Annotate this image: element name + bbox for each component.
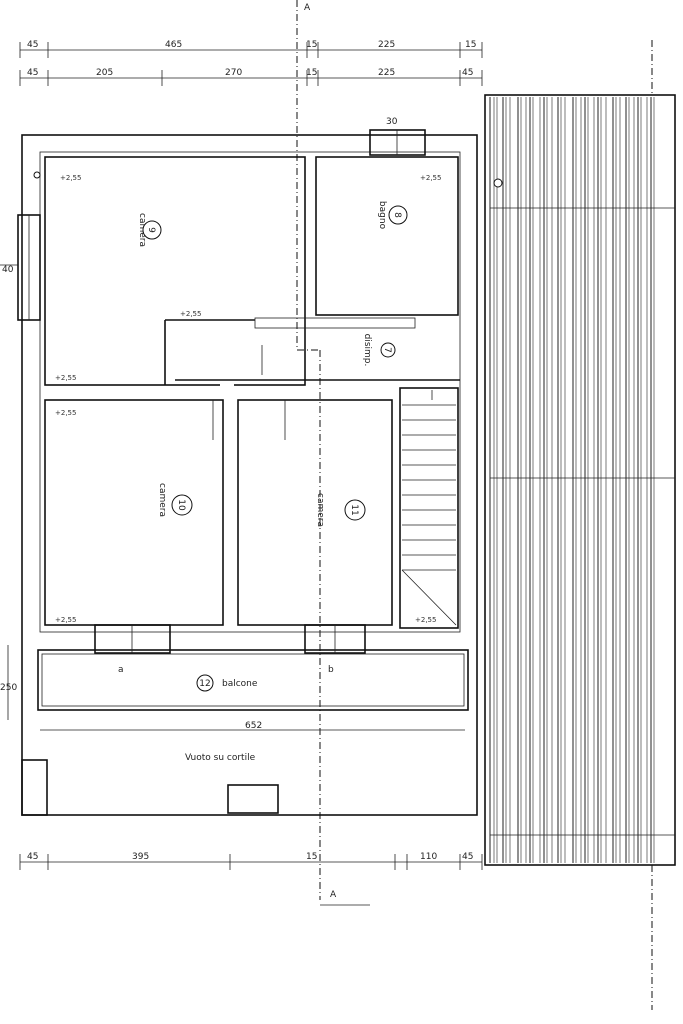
lower-void-label: Vuoto su cortile — [185, 753, 256, 763]
dim-bottom-3: 15 — [306, 852, 317, 862]
room-10-number: 10 — [176, 499, 186, 511]
window-tag-a: a — [118, 665, 124, 675]
dim-top-wall: 30 — [386, 117, 398, 127]
room-10-marker — [171, 494, 193, 516]
room-8-marker — [388, 205, 408, 225]
room-12-number: 12 — [199, 679, 210, 689]
building-outline: 40 30 — [0, 117, 478, 816]
level-6: +2,55 — [55, 616, 76, 624]
room-balcone-label: balcone — [222, 679, 258, 689]
dim-top-3: 15 — [306, 40, 317, 50]
bottom-dimension-lines: 45 395 15 110 45 — [19, 852, 483, 870]
dim-top-r2-1: 45 — [27, 68, 38, 78]
room-labels: camera 9 bagno 8 disimp. 7 camera 10 cam… — [137, 201, 408, 527]
dim-bottom-5: 45 — [462, 852, 473, 862]
dim-top-2: 465 — [165, 40, 182, 50]
room-8-number: 8 — [392, 212, 402, 218]
dim-top-1: 45 — [27, 40, 38, 50]
right-corner-marker — [493, 178, 503, 188]
dim-top-r2-6: 45 — [462, 68, 473, 78]
dim-top-r2-5: 225 — [378, 68, 395, 78]
room-7-number: 7 — [382, 347, 392, 353]
level-1: +2,55 — [60, 174, 81, 182]
level-3: +2,55 — [180, 310, 201, 318]
room-bagno-label: bagno — [377, 201, 387, 230]
room-9-number: 9 — [146, 227, 156, 233]
level-7: +2,55 — [415, 616, 436, 624]
room-7-marker — [380, 342, 396, 358]
room-9-marker — [142, 220, 162, 240]
dim-bottom-1: 45 — [27, 852, 38, 862]
room-camera-mid-label: camera — [315, 493, 325, 527]
section-marker-bottom: A — [330, 890, 337, 900]
dim-top-r2-3: 270 — [225, 68, 242, 78]
lower-void: 652 Vuoto su cortile — [21, 721, 465, 816]
section-marker-top: A — [304, 3, 311, 13]
level-markers: +2,55 +2,55 +2,55 +2,55 +2,55 +2,55 +2,5… — [55, 174, 441, 624]
corner-marker — [33, 171, 41, 179]
room-12-marker — [196, 674, 214, 692]
balcony: a b 12 balcone 250 — [0, 624, 469, 720]
right-axis — [490, 40, 675, 1010]
room-disimp-label: disimp. — [362, 334, 372, 367]
interior-walls — [44, 156, 460, 629]
dim-top-r2-4: 15 — [306, 68, 317, 78]
dim-corridor: 652 — [245, 721, 262, 731]
top-dimension-lines: 45 465 15 225 15 45 205 270 15 225 45 — [19, 40, 483, 86]
section-axis: A A — [296, 0, 370, 906]
level-4: +2,55 — [55, 374, 76, 382]
dim-bottom-2: 395 — [132, 852, 149, 862]
dim-top-4: 225 — [378, 40, 395, 50]
dim-left-lower: 250 — [0, 683, 17, 693]
dim-left: 40 — [2, 265, 14, 275]
level-2: +2,55 — [420, 174, 441, 182]
stairs — [401, 390, 457, 626]
room-camera-label: camera — [137, 213, 147, 247]
dim-bottom-4: 110 — [420, 852, 437, 862]
dim-top-r2-2: 205 — [96, 68, 113, 78]
roof-section-stripes — [484, 94, 676, 866]
room-11-number: 11 — [349, 504, 359, 515]
room-camera-big-label: camera — [157, 483, 167, 517]
level-5: +2,55 — [55, 409, 76, 417]
room-11-marker — [344, 499, 366, 521]
dim-top-5: 15 — [465, 40, 476, 50]
window-tag-b: b — [328, 665, 334, 675]
